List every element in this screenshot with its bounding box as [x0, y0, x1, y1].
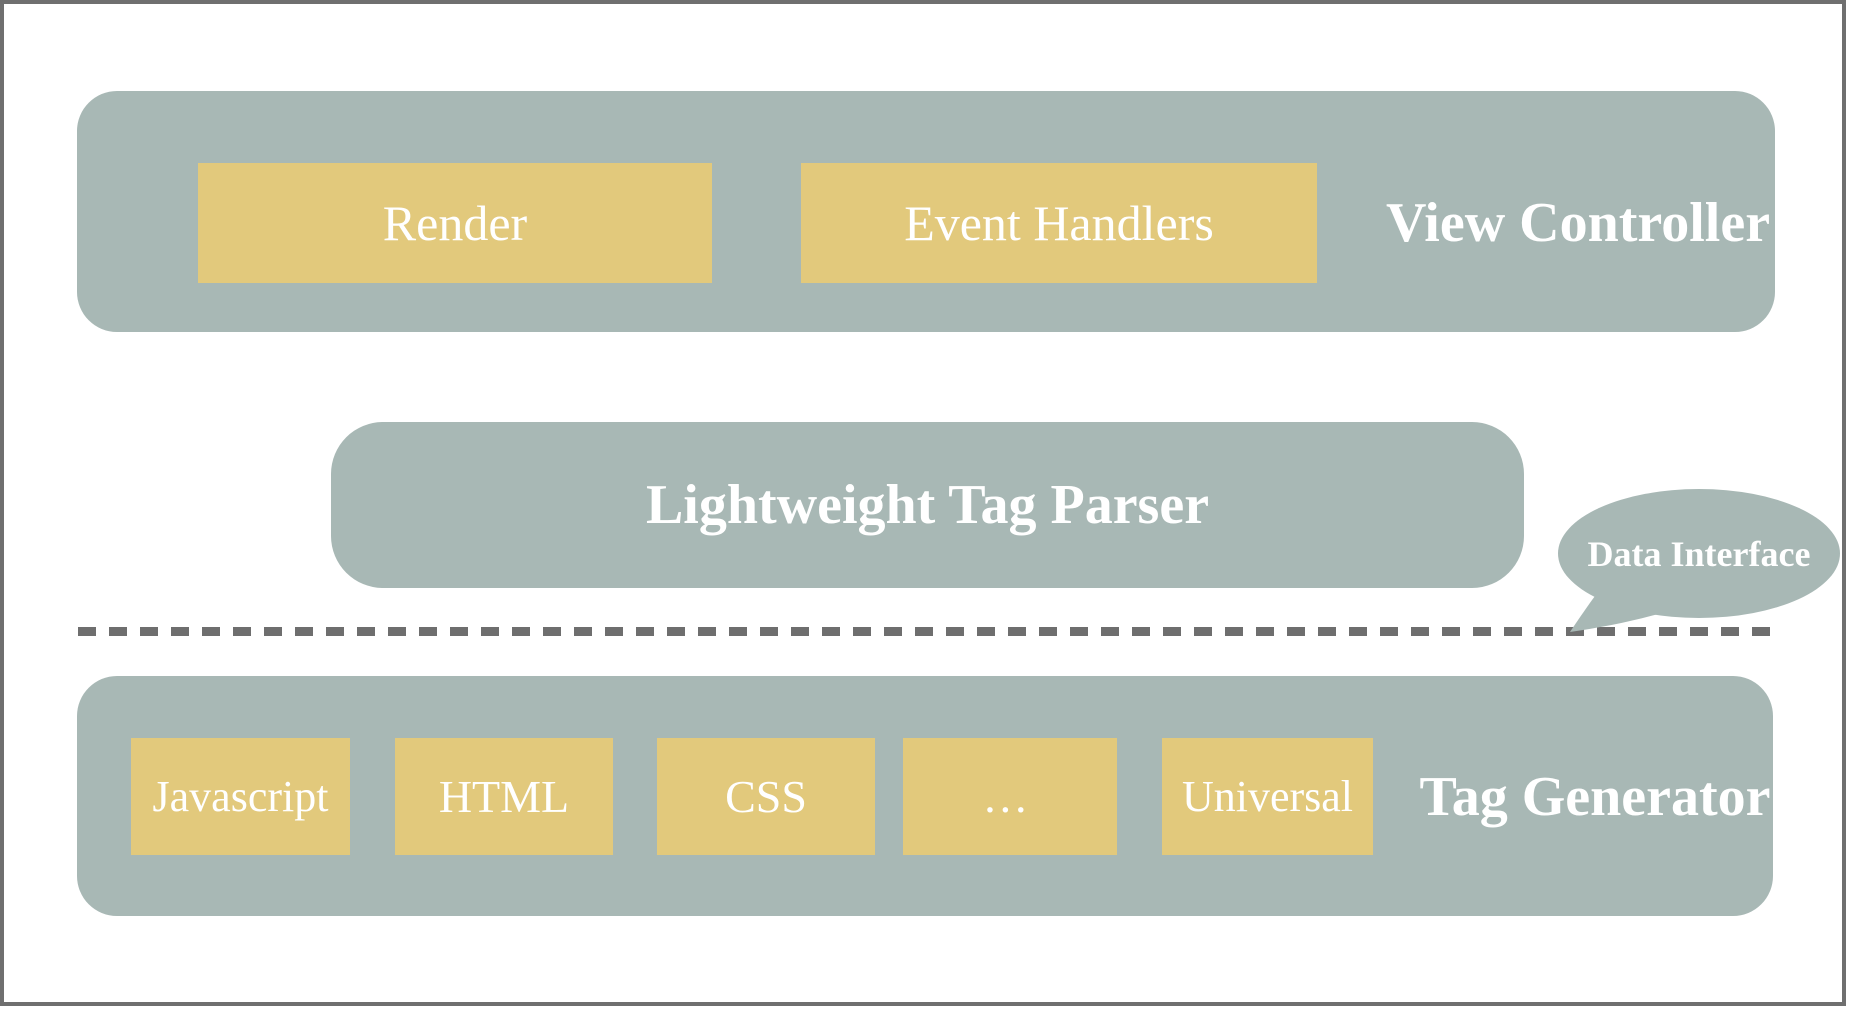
tag-generator-label: Tag Generator: [1419, 765, 1771, 828]
data-boundary-dashed-line: [78, 627, 1770, 636]
ellipsis-generator-chip: …: [903, 738, 1117, 855]
render-module-chip: Render: [198, 163, 712, 283]
html-generator-chip: HTML: [395, 738, 613, 855]
bubble-ellipse: [1558, 489, 1840, 618]
data-interface-bubble: [1558, 489, 1840, 632]
universal-generator-chip: Universal: [1162, 738, 1373, 855]
tag-parser-box: Lightweight Tag Parser: [331, 422, 1524, 588]
view-controller-label: View Controller: [1385, 192, 1771, 254]
javascript-generator-chip: Javascript: [131, 738, 350, 855]
data-interface-label: Data Interface: [1587, 533, 1811, 574]
event-handlers-module-chip: Event Handlers: [801, 163, 1317, 283]
css-generator-chip: CSS: [657, 738, 875, 855]
